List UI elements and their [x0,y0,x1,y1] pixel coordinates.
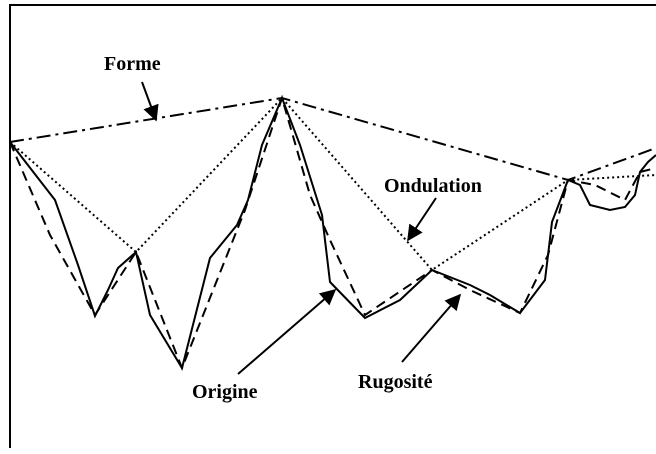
origine-profile [9,95,656,371]
origine-arrow [237,288,337,375]
rugosite-label: Rugosité [358,371,433,393]
frame-border [9,4,656,448]
ondulation-line [9,96,656,272]
ondulation-label: Ondulation [384,175,482,197]
rugosite-line [9,94,656,371]
forme-arrow [141,81,159,122]
rugosite-arrow [401,293,462,363]
forme-line [9,96,656,182]
forme-label: Forme [104,53,161,75]
origine-label: Origine [192,381,258,403]
ondulation-arrow [407,197,437,242]
